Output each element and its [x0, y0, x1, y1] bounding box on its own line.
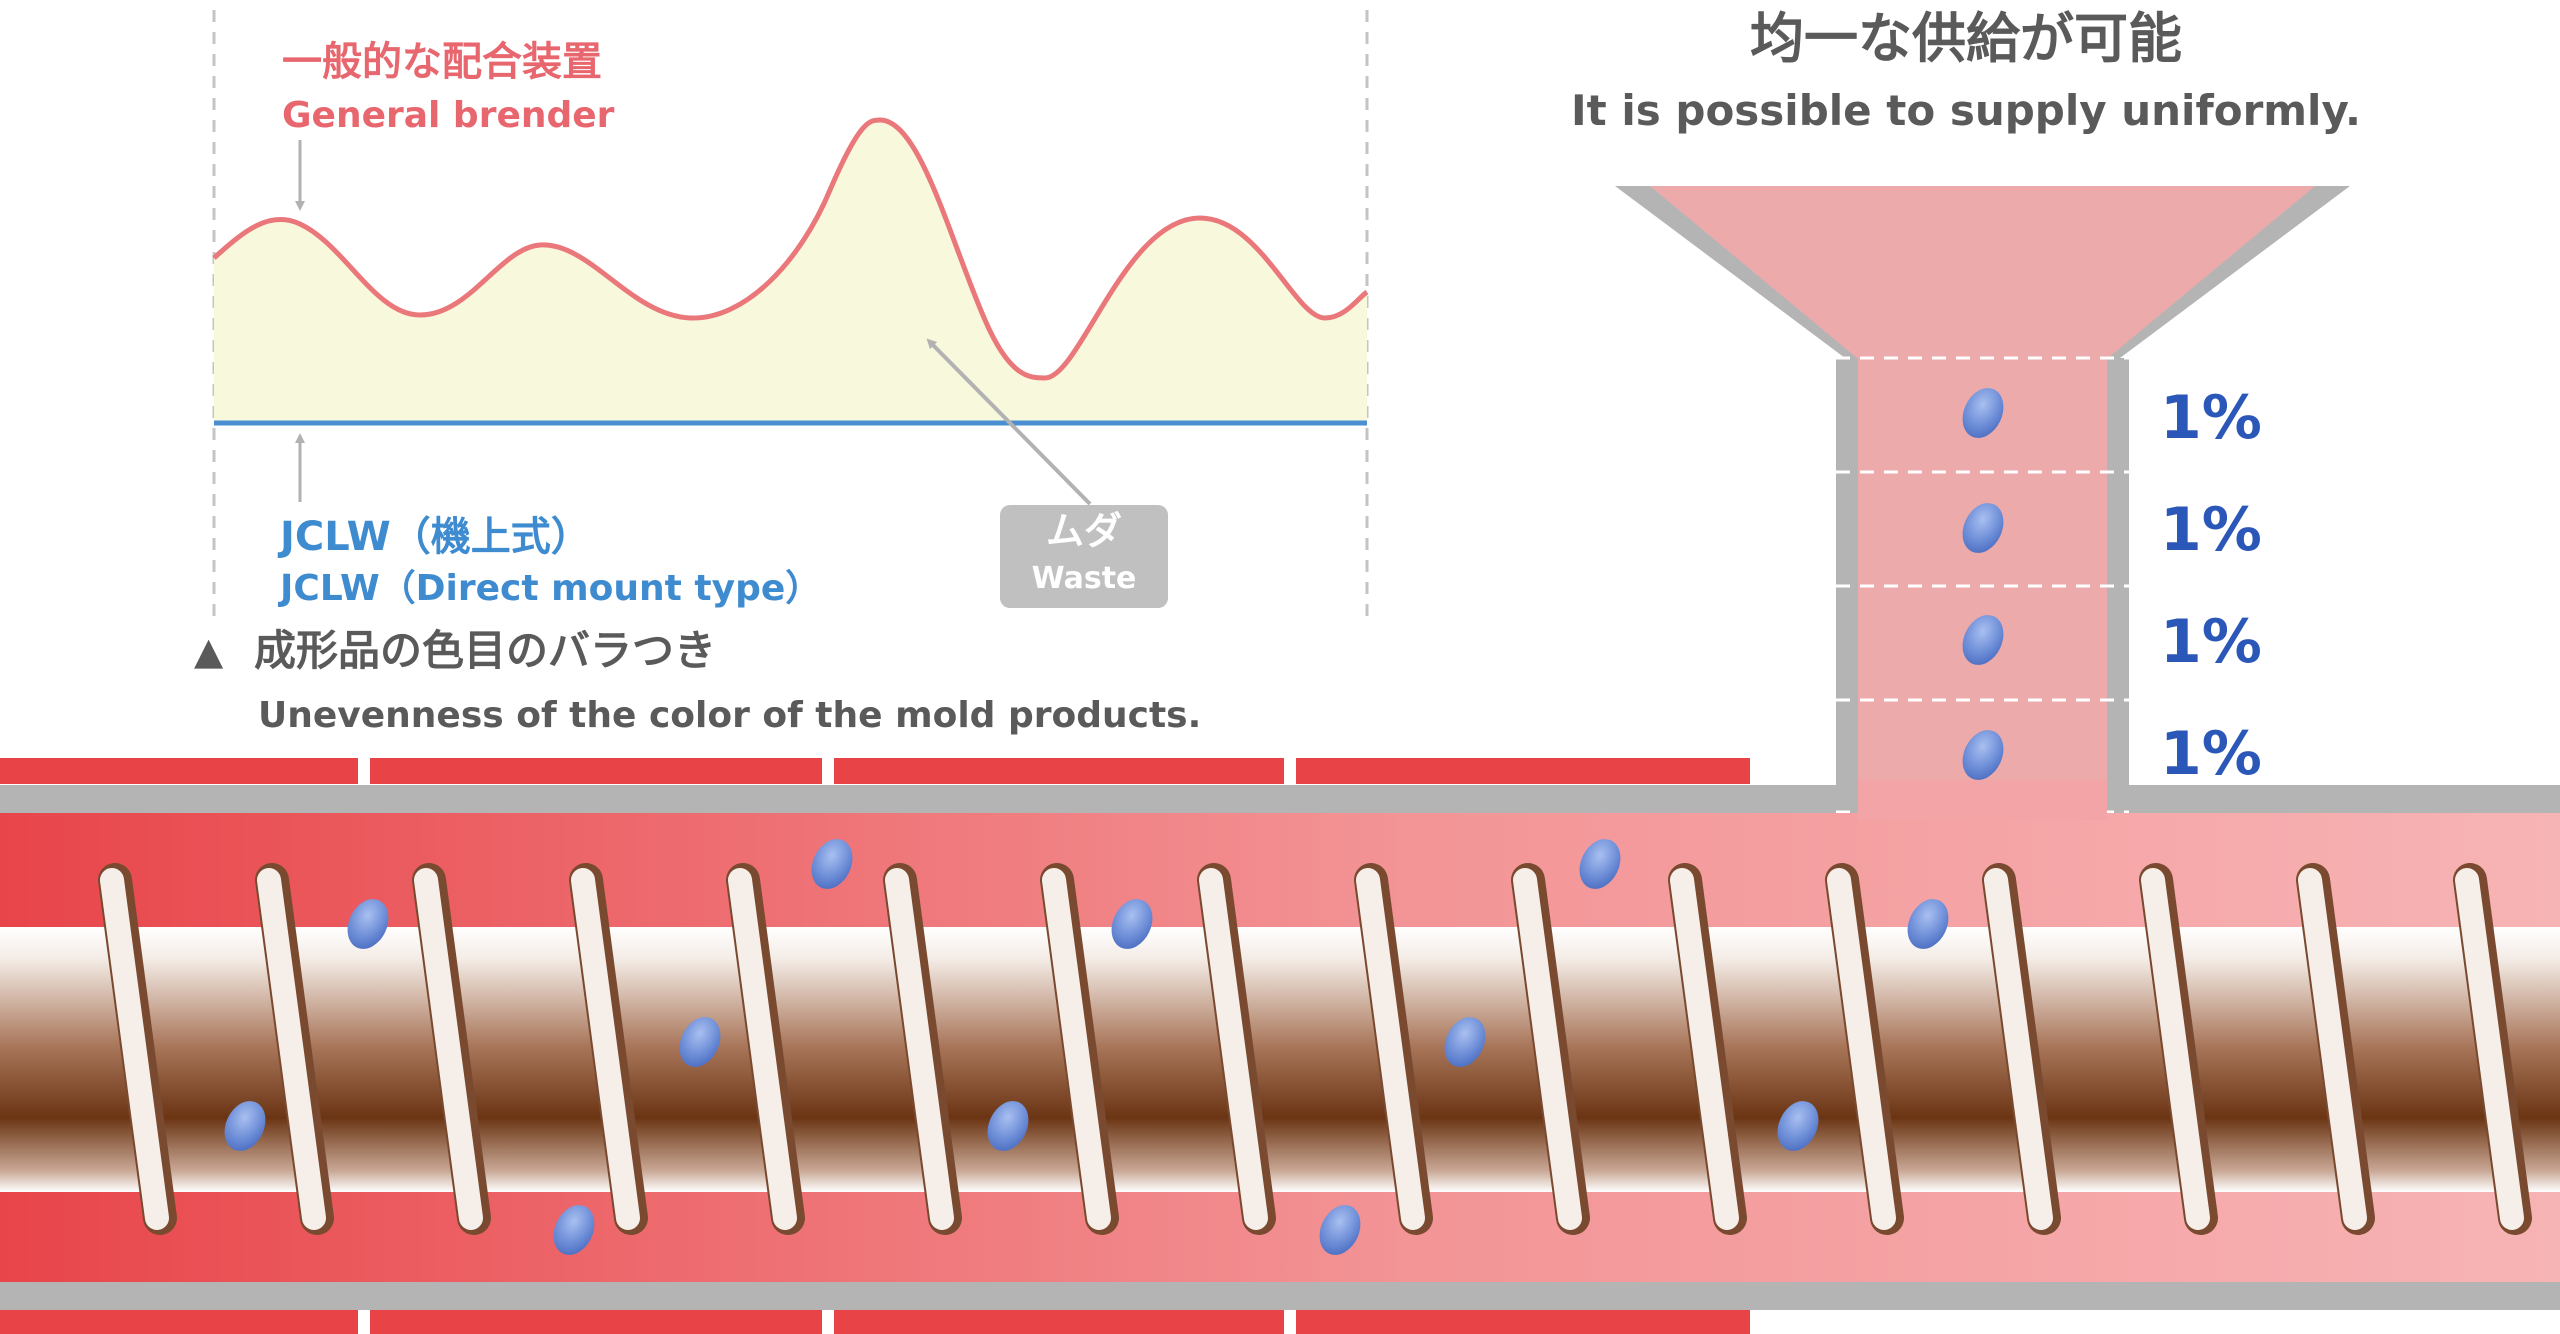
screw-flight-highlight [1670, 868, 1739, 1230]
waste-label-arrow [926, 338, 1092, 506]
waste-label-jp: ムダ [1045, 509, 1122, 553]
percent-label: 1% [2160, 719, 2262, 789]
pellet-icon [1962, 503, 2004, 553]
screw-flight-highlight [728, 868, 797, 1230]
general-blender-label-jp: 一般的な配合装置 [282, 39, 602, 85]
heater-band [1296, 1310, 1750, 1334]
barrel-bottom-wall [0, 1282, 2560, 1310]
screw-flight-highlight [1199, 868, 1268, 1230]
screw-flight-highlight [1513, 868, 1582, 1230]
pellet-icon [224, 1101, 266, 1151]
pellet-icon [347, 899, 389, 949]
screw-flight-highlight [1984, 868, 2053, 1230]
jclw-label-jp: JCLW（機上式） [280, 514, 591, 560]
pellet-icon [1444, 1017, 1486, 1067]
triangle-up-icon: ▲ [194, 629, 224, 673]
screw-flights [98, 863, 2532, 1235]
pellet-icon [1962, 730, 2004, 780]
general-blender-label-en: General brender [282, 95, 615, 136]
percent-label: 1% [2160, 495, 2262, 565]
screw-flight-highlight [414, 868, 483, 1230]
pellet-icon [1777, 1101, 1819, 1151]
pellet-icon [1962, 615, 2004, 665]
screw-flight-highlight [1827, 868, 1896, 1230]
general-blender-curve [212, 117, 1369, 381]
fluctuation-chart [212, 10, 1369, 625]
percent-label: 1% [2160, 383, 2262, 453]
heater-band [834, 1310, 1284, 1334]
waste-area [214, 120, 1367, 423]
screw-flight-highlight [885, 868, 954, 1230]
heater-band [0, 758, 358, 784]
heater-band [370, 758, 822, 784]
heater-band [834, 758, 1284, 784]
pellet-icon [811, 839, 853, 889]
waste-badge [1000, 505, 1168, 608]
heater-band [0, 1310, 358, 1334]
waste-label-en: Waste [1031, 561, 1137, 596]
screw-flight-highlight [2298, 868, 2367, 1230]
screw-flight-highlight [1356, 868, 1425, 1230]
screw-flight-highlight [571, 868, 640, 1230]
pellet-icon [1579, 839, 1621, 889]
jclw-label-en: JCLW（Direct mount type） [280, 568, 822, 609]
screw-flight-highlight [1042, 868, 1111, 1230]
screw-flight-highlight [100, 868, 169, 1230]
pellet-icon [1111, 899, 1153, 949]
barrel-top-wall [2129, 785, 2560, 813]
barrel-top-wall [0, 785, 1836, 813]
barrel-neck-join [1858, 780, 2107, 820]
pellet-icon [553, 1205, 595, 1255]
pellet-icon [987, 1101, 1029, 1151]
supply-title-en: It is possible to supply uniformly. [1571, 86, 2361, 135]
screw-flight-highlight [257, 868, 326, 1230]
heater-band [370, 1310, 822, 1334]
caption-jp: 成形品の色目のバラつき [254, 626, 717, 675]
barrel [0, 758, 2560, 1334]
percent-label: 1% [2160, 607, 2262, 677]
heater-band [1296, 758, 1750, 784]
screw-flight-highlight [2455, 868, 2524, 1230]
pellet-icon [1907, 899, 1949, 949]
pellet-icon [1319, 1205, 1361, 1255]
hopper-funnel-inner [1650, 186, 2315, 358]
caption-en: Unevenness of the color of the mold prod… [258, 695, 1202, 736]
supply-title-jp: 均一な供給が可能 [1750, 7, 2182, 70]
screw-flight-highlight [2141, 868, 2210, 1230]
barrel-pellets [224, 839, 1949, 1255]
pellet-icon [1962, 388, 2004, 438]
pellet-icon [679, 1017, 721, 1067]
